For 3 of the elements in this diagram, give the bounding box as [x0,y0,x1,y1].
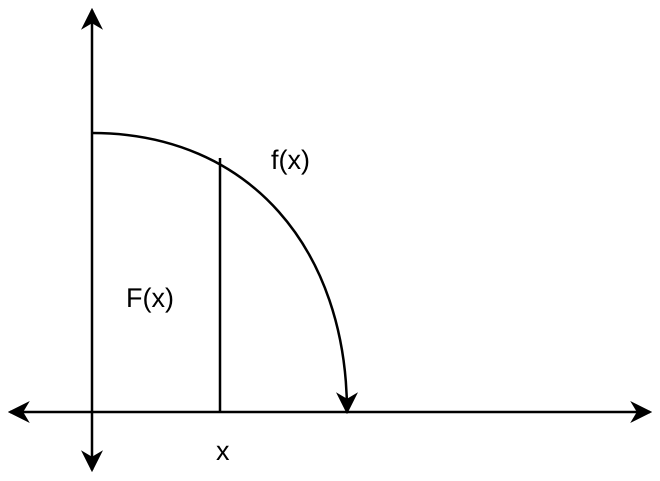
area-label: F(x) [126,285,174,312]
x-label: x [216,438,230,465]
function-label: f(x) [271,147,310,174]
